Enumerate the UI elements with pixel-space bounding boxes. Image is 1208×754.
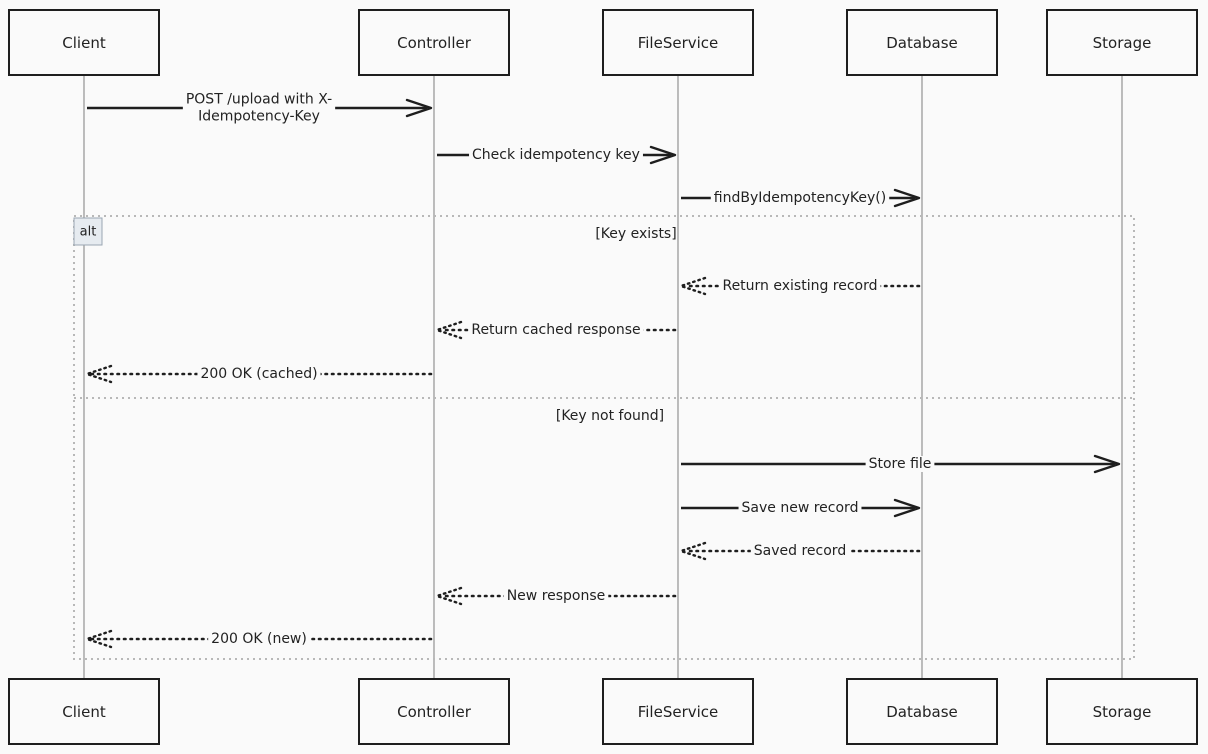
message-label: Save new record [742,500,859,516]
participant-database-bottom: Database [846,678,998,745]
participant-controller-top: Controller [358,9,510,76]
message-10: New response [435,586,677,606]
message-9: Saved record [679,541,921,561]
participant-box [1046,9,1198,76]
alt-frame [73,215,1135,660]
lifelines [83,75,1123,679]
participant-box [358,678,510,745]
message-11: 200 OK (new) [85,629,433,649]
message-label-bg [738,500,862,516]
participant-box [602,9,754,76]
arrow-head [893,188,921,208]
message-label: Store file [869,456,932,472]
arrow-head [435,586,463,606]
guard-key-exists: [Key exists] [595,226,676,242]
message-label: Check idempotency key [472,147,640,163]
message-label-bg [208,631,310,647]
participant-storage-top: Storage [1046,9,1198,76]
participant-label: Storage [1093,703,1152,721]
participant-box [602,678,754,745]
participant-label: Client [62,34,106,52]
arrow-head [893,498,921,518]
message-1: POST /upload with X-Idempotency-Key [87,91,433,125]
participants: ClientClientControllerControllerFileServ… [8,9,1198,745]
arrow-head [1093,454,1121,474]
participant-label: Database [886,34,958,52]
message-label-bg [865,456,935,472]
message-label-bg [710,190,890,206]
message-label: 200 OK (cached) [200,366,317,382]
alt-operator-label: alt [80,225,97,240]
message-label: New response [507,588,606,604]
message-label-bg [469,147,643,163]
message-4: Return existing record [679,276,921,296]
message-5: Return cached response [435,320,677,340]
message-label: Saved record [754,543,846,559]
message-label: Return cached response [471,322,640,338]
message-label: 200 OK (new) [211,631,307,647]
alt-operator-tag [73,217,103,246]
message-8: Save new record [681,498,921,518]
participant-box [358,9,510,76]
participant-label: Controller [397,703,472,721]
message-label: findByIdempotencyKey() [714,190,886,206]
arrow-head [679,276,707,296]
message-label: POST /upload with X-Idempotency-Key [186,92,332,125]
participant-label: Storage [1093,34,1152,52]
participant-storage-bottom: Storage [1046,678,1198,745]
participant-client-bottom: Client [8,678,160,745]
message-3: findByIdempotencyKey() [681,188,921,208]
message-label-bg [468,322,644,338]
participant-client-top: Client [8,9,160,76]
participant-box [846,9,998,76]
participant-controller-bottom: Controller [358,678,510,745]
message-7: Store file [681,454,1121,474]
message-label-bg [750,543,850,559]
participant-box [8,9,160,76]
participant-label: FileService [638,703,719,721]
message-label-bg [719,278,881,294]
participant-label: Controller [397,34,472,52]
messages: POST /upload with X-Idempotency-KeyCheck… [85,91,1121,649]
participant-fileservice-top: FileService [602,9,754,76]
message-label-bg [503,588,609,604]
participant-label: FileService [638,34,719,52]
arrow-head [405,98,433,118]
participant-box [846,678,998,745]
participant-label: Database [886,703,958,721]
participant-label: Client [62,703,106,721]
guard-key-not-found: [Key not found] [556,408,664,424]
message-2: Check idempotency key [437,145,677,165]
alt-fragment: alt [Key exists] [Key not found] [73,215,1135,660]
arrow-head [679,541,707,561]
participant-box [8,678,160,745]
arrow-head [649,145,677,165]
message-label-bg [197,366,321,382]
message-6: 200 OK (cached) [85,364,433,384]
participant-box [1046,678,1198,745]
participant-fileservice-bottom: FileService [602,678,754,745]
message-label: Return existing record [722,278,877,294]
arrow-head [435,320,463,340]
message-label-bg [182,91,336,125]
participant-database-top: Database [846,9,998,76]
